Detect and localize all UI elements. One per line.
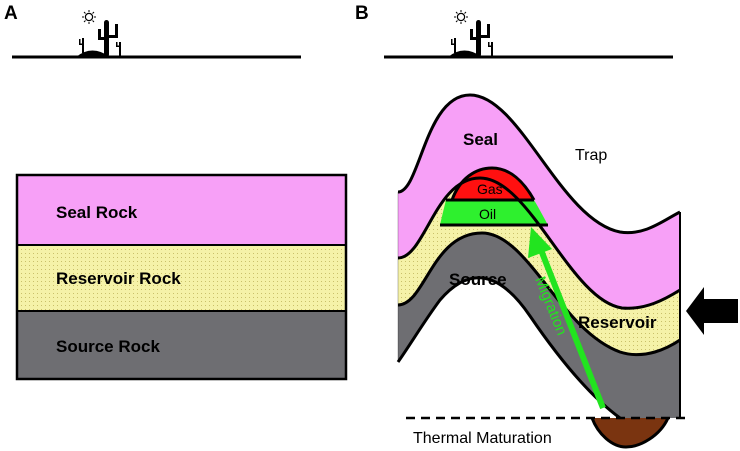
- seal-layer: [398, 95, 680, 309]
- anticline-cross-section: Seal Trap Gas Oil Source Reservoir Migra…: [396, 93, 738, 449]
- sun-icon: [82, 10, 96, 24]
- sun-icon: [454, 10, 468, 24]
- thermal-maturation-zone: [592, 418, 668, 447]
- reservoir-rock-label: Reservoir Rock: [56, 269, 181, 288]
- surface-scene-b: [384, 10, 673, 59]
- surface-scene-a: [12, 10, 301, 59]
- source-layer: [398, 233, 680, 418]
- panel-b-label: B: [355, 3, 369, 24]
- thermal-maturation-label: Thermal Maturation: [413, 430, 552, 447]
- reservoir-label: Reservoir: [578, 313, 657, 332]
- source-rock-layer: [17, 311, 346, 379]
- mound-icon: [448, 50, 482, 57]
- gas-label: Gas: [477, 181, 503, 197]
- source-rock-label: Source Rock: [56, 337, 160, 356]
- cactus-icon: [451, 20, 493, 57]
- reservoir-rock-texture: [17, 245, 346, 311]
- oil-label: Oil: [479, 206, 496, 222]
- mound-icon: [76, 50, 110, 57]
- seal-label: Seal: [463, 130, 498, 149]
- pressure-arrow-icon: [686, 287, 738, 335]
- layer-box: Seal Rock Reservoir Rock Source Rock: [15, 173, 348, 381]
- seal-rock-layer: [17, 175, 346, 245]
- migration-arrow: [528, 227, 606, 410]
- trap-label: Trap: [575, 147, 607, 164]
- seal-rock-label: Seal Rock: [56, 203, 138, 222]
- panel-a-label: A: [4, 3, 18, 24]
- cactus-icon: [79, 20, 121, 57]
- oil-leg: [440, 200, 548, 225]
- layer-box-border: [15, 173, 348, 381]
- source-label: Source: [449, 270, 507, 289]
